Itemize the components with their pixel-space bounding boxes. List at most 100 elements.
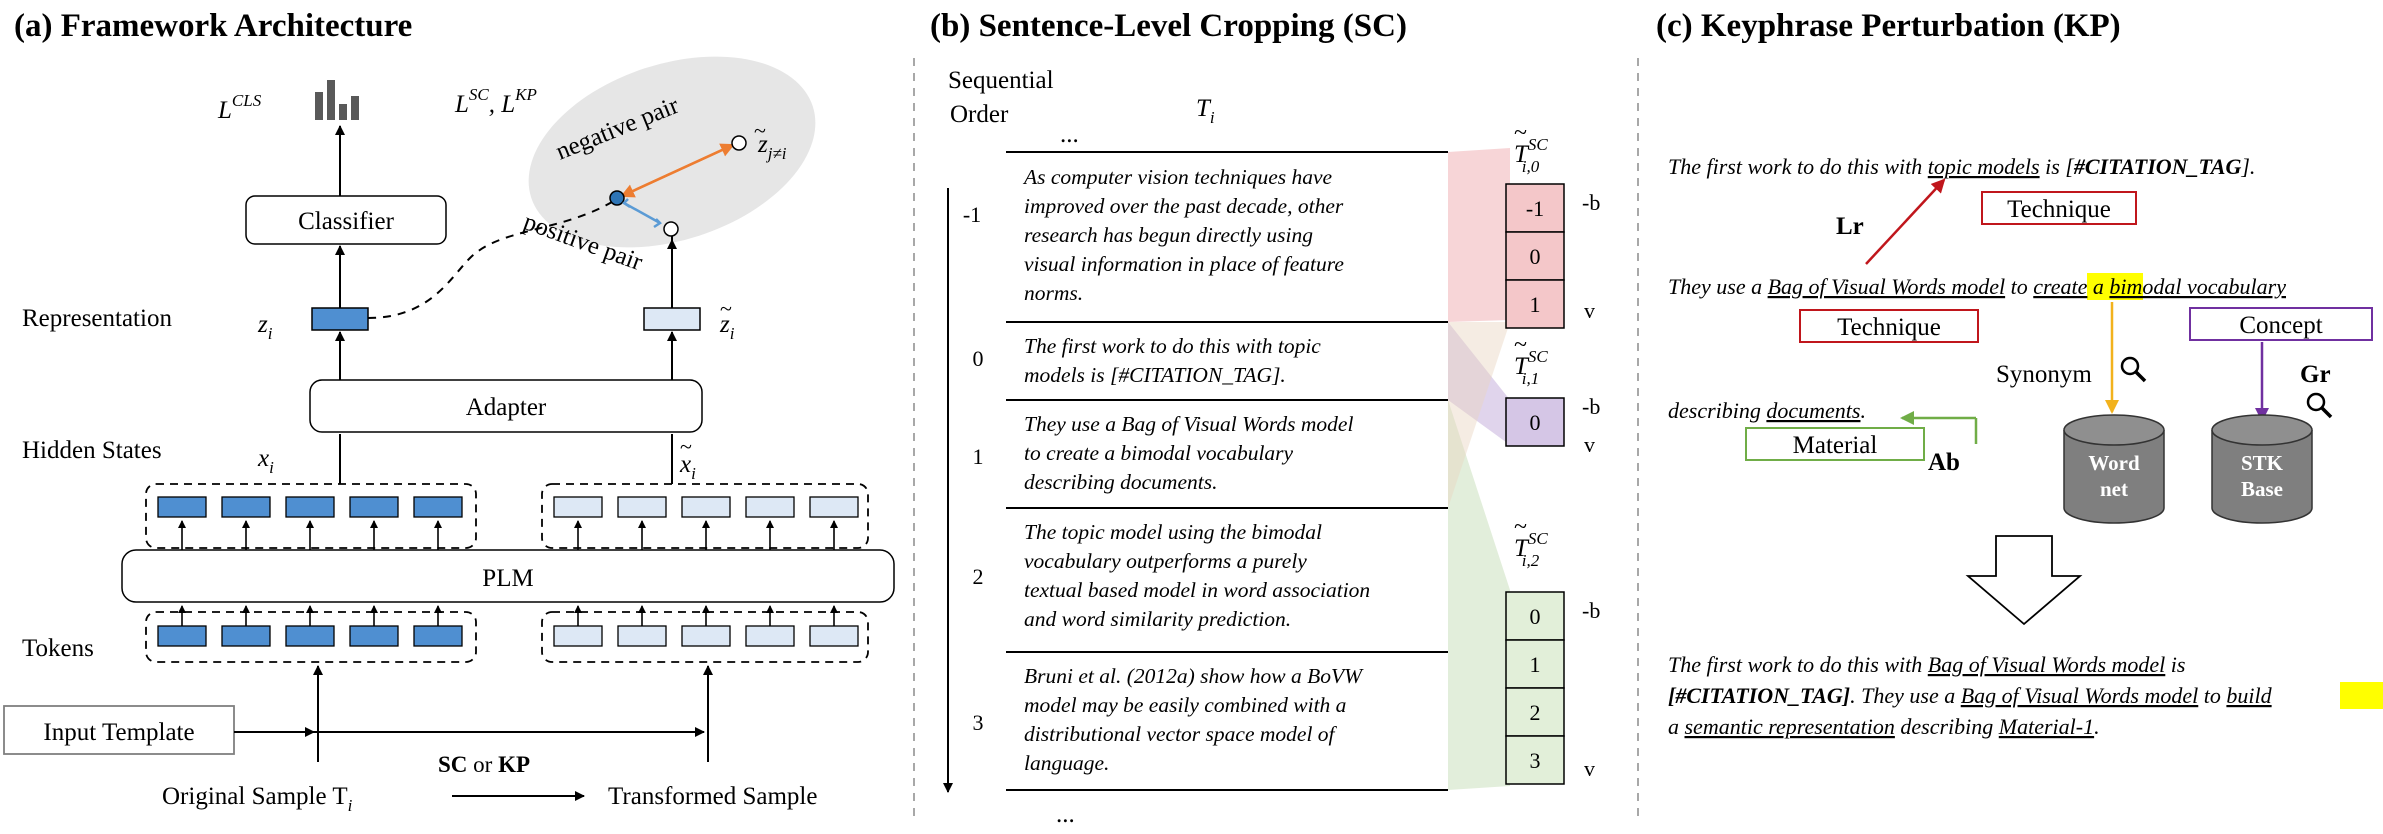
svg-text:1: 1 — [1530, 292, 1541, 317]
material-tag — [1745, 427, 1925, 461]
positive-point — [663, 221, 679, 237]
svg-text:~: ~ — [754, 118, 766, 143]
magnifier-icon — [2120, 356, 2147, 383]
svg-text:vocabulary outperforms a purel: vocabulary outperforms a purely — [1024, 549, 1307, 573]
classifier-box — [245, 195, 447, 245]
bar-chart-icon — [315, 80, 359, 120]
input-template-label: Input Template — [43, 719, 194, 746]
bottom-ellipsis: ... — [1056, 801, 1075, 828]
z-i-dashed-link — [367, 201, 613, 319]
adapter-box — [309, 379, 703, 433]
panel-a-title: (a) Framework Architecture — [14, 8, 412, 44]
tokens-label: Tokens — [22, 635, 94, 662]
x-i-label: xi — [257, 445, 274, 477]
svg-text:v: v — [1584, 756, 1595, 781]
input-sentence-1: The first work to do this with topic mod… — [1668, 154, 2255, 179]
svg-text:The first work to do this with: The first work to do this with topic — [1024, 334, 1321, 358]
svg-text:to create a bimodal vocabulary: to create a bimodal vocabulary — [1024, 441, 1294, 465]
svg-text:~: ~ — [1514, 120, 1527, 146]
negative-point — [731, 135, 747, 151]
panel-c-title: (c) Keyphrase Perturbation (KP) — [1656, 8, 2121, 44]
down-arrow-icon — [1965, 535, 2083, 626]
technique-tag-2 — [1799, 309, 1979, 343]
svg-text:Concept: Concept — [2239, 312, 2322, 339]
svg-text:textual based model in word as: textual based model in word association — [1024, 578, 1370, 602]
sc-or-kp-label: SC or KP — [438, 752, 530, 777]
sentence-row: -1 As computer vision techniques have im… — [963, 165, 1344, 305]
svg-text:The topic model using the bimo: The topic model using the bimodal — [1024, 520, 1322, 544]
sentence-row: 2 The topic model using the bimodal voca… — [973, 520, 1371, 631]
z-i-label: zi — [257, 311, 273, 343]
svg-text:0: 0 — [1530, 410, 1541, 435]
svg-text:1: 1 — [1530, 652, 1541, 677]
transformed-hidden-vectors — [553, 496, 859, 518]
sequential-label: Sequential — [948, 67, 1054, 94]
original-sample-label: Original Sample Ti — [162, 783, 353, 815]
svg-text:~: ~ — [1514, 514, 1527, 540]
adapter-label: Adapter — [466, 394, 547, 421]
input-template-box — [3, 705, 235, 755]
svg-text:1: 1 — [973, 444, 984, 469]
sentence-row: 1 They use a Bag of Visual Words model t… — [973, 412, 1354, 494]
svg-text:v: v — [1584, 432, 1595, 457]
plm-box — [121, 549, 895, 603]
technique-tag-1 — [1981, 191, 2137, 225]
svg-text:describing documents.: describing documents. — [1024, 470, 1217, 494]
anchor-point — [609, 190, 625, 206]
loss-sc-kp-label: LSC, LKP — [454, 85, 537, 118]
svg-text:visual information in place of: visual information in place of feature — [1024, 252, 1344, 276]
stk-base-database: STK Base — [2211, 414, 2313, 524]
contrastive-space — [528, 56, 816, 248]
svg-text:research has begun directly us: research has begun directly using — [1024, 223, 1313, 247]
original-token-vectors — [157, 625, 463, 647]
svg-text:norms.: norms. — [1024, 281, 1083, 305]
transformed-token-group — [541, 611, 869, 663]
svg-text:models is [#CITATION_TAG].: models is [#CITATION_TAG]. — [1024, 363, 1286, 387]
crop-1-fan — [1448, 322, 1510, 445]
magnifier-icon — [2306, 392, 2333, 419]
svg-text:0: 0 — [1530, 604, 1541, 629]
output-sentence-line-1: The first work to do this with Bag of Vi… — [1668, 652, 2185, 677]
sentence-row: 3 Bruni et al. (2012a) show how a BoVW m… — [973, 664, 1365, 775]
svg-text:2: 2 — [973, 564, 984, 589]
svg-text:net: net — [2100, 477, 2128, 501]
svg-text:As computer vision techniques: As computer vision techniques have — [1022, 165, 1333, 189]
order-label: Order — [950, 101, 1009, 128]
svg-text:-1: -1 — [1526, 196, 1544, 221]
svg-text:distributional vector space mo: distributional vector space model of — [1024, 722, 1338, 746]
svg-text:Technique: Technique — [1837, 314, 1941, 341]
svg-text:3: 3 — [973, 710, 984, 735]
transformed-sample-label: Transformed Sample — [608, 783, 817, 810]
svg-text:improved over the past decade,: improved over the past decade, other — [1024, 194, 1344, 218]
lr-label: Lr — [1836, 213, 1864, 240]
svg-text:3: 3 — [1530, 748, 1541, 773]
svg-text:language.: language. — [1024, 751, 1109, 775]
z-tilde-label: zi — [719, 311, 735, 343]
svg-text:-b: -b — [1582, 394, 1600, 419]
transformed-token-vectors — [553, 625, 859, 647]
classifier-label: Classifier — [298, 208, 394, 235]
lr-arrow — [1865, 178, 1946, 265]
top-ellipsis: ... — [1060, 121, 1079, 148]
svg-text:STK: STK — [2241, 451, 2284, 475]
svg-text:v: v — [1584, 298, 1595, 323]
svg-text:2: 2 — [1530, 700, 1541, 725]
panel-a: (a) Framework Architecture LCLS LSC, LKP… — [3, 8, 895, 815]
gr-label: Gr — [2300, 361, 2331, 388]
svg-text:-b: -b — [1582, 190, 1600, 215]
svg-text:-1: -1 — [963, 202, 981, 227]
original-hidden-group — [145, 483, 477, 549]
wordnet-database: Word net — [2063, 414, 2165, 524]
panel-b-title: (b) Sentence-Level Cropping (SC) — [930, 8, 1407, 44]
transformed-hidden-group — [541, 483, 869, 549]
svg-text:model may be easily combined w: model may be easily combined with a — [1024, 693, 1346, 717]
ab-label: Ab — [1928, 449, 1960, 476]
highlight-build — [2340, 682, 2383, 709]
synonym-label: Synonym — [1996, 361, 2092, 388]
original-hidden-vectors — [157, 496, 463, 518]
